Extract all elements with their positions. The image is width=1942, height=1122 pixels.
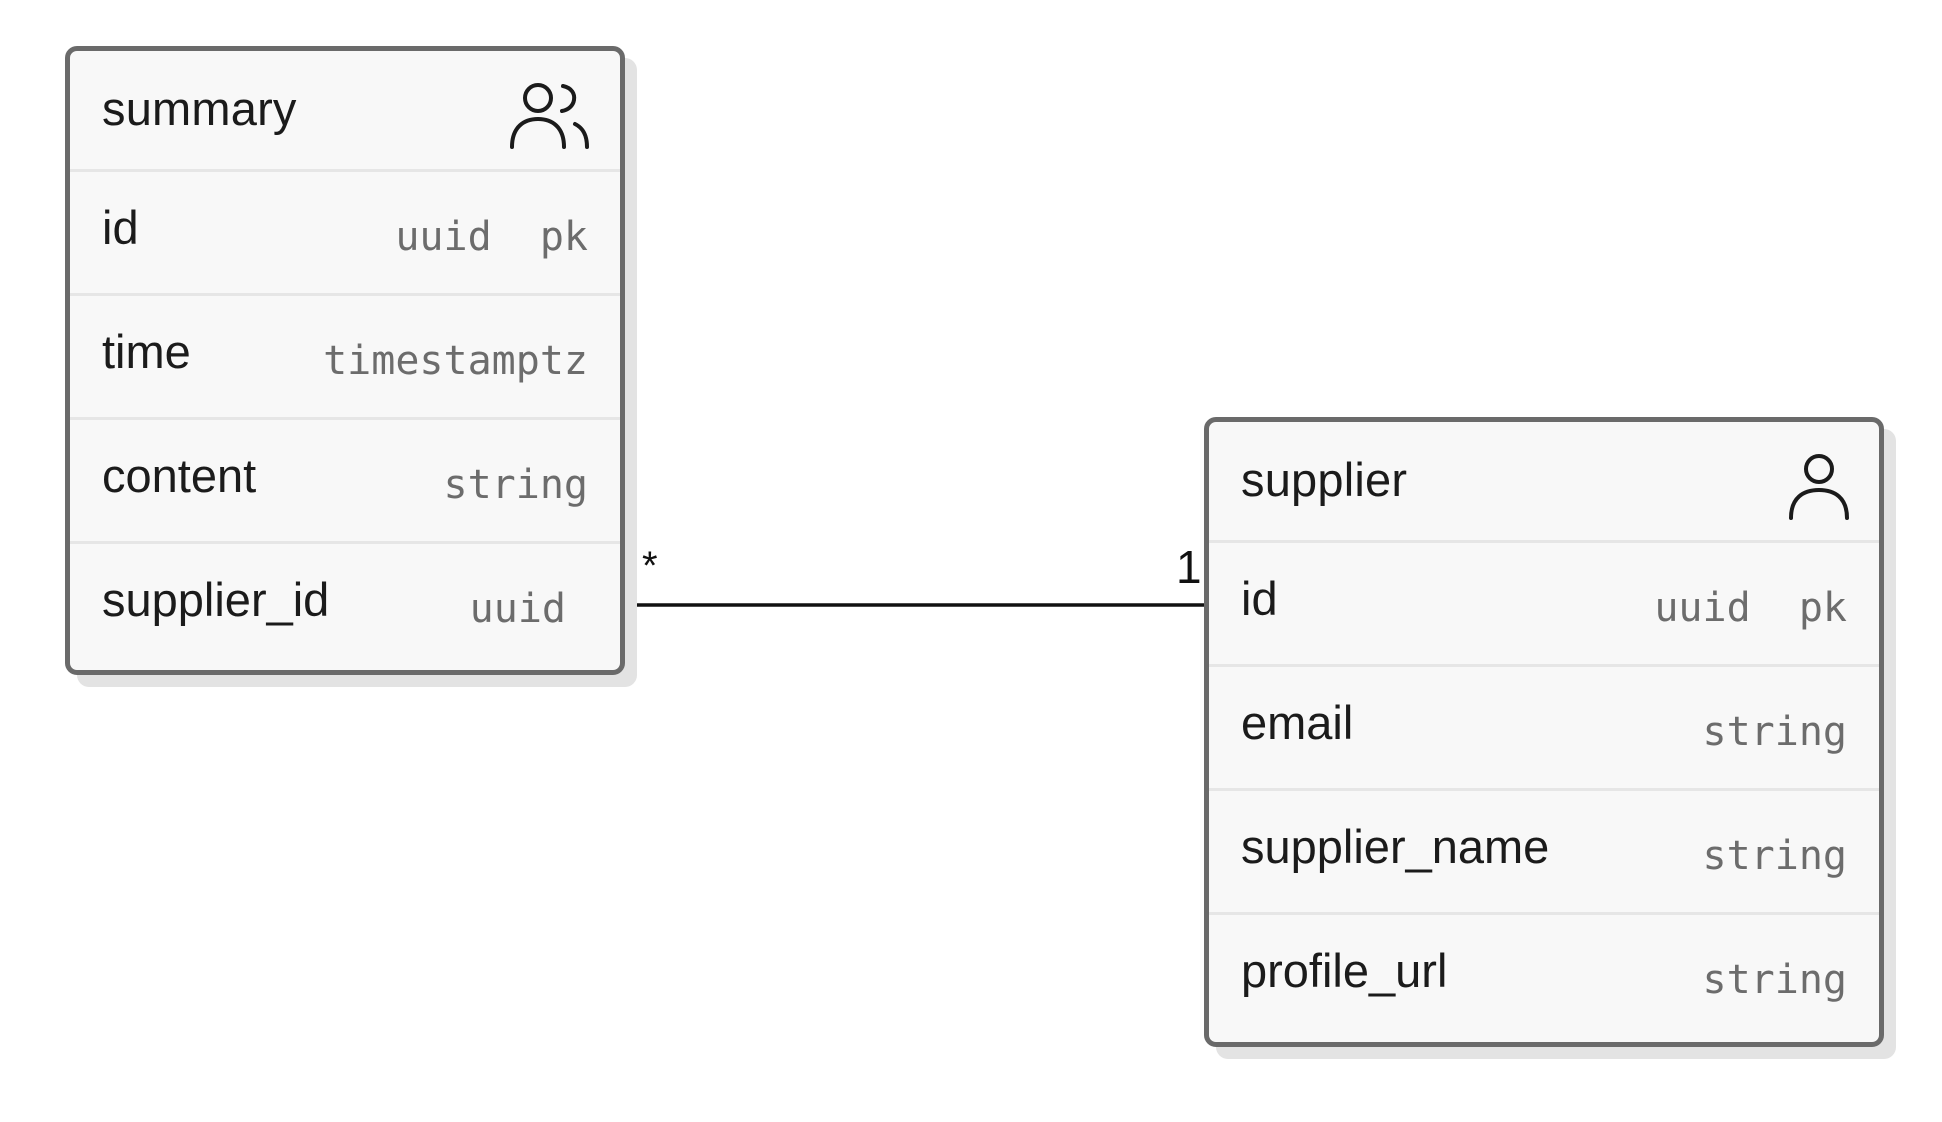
- field-row-supplier-name[interactable]: supplier_name string: [1209, 791, 1879, 915]
- entity-title: summary: [102, 82, 297, 135]
- cardinality-one-label: 1: [1176, 541, 1202, 593]
- field-row-id[interactable]: id uuid pk: [1209, 543, 1879, 667]
- field-name: profile_url: [1241, 944, 1448, 997]
- entity-supplier[interactable]: supplier id uuid pk email string supplie…: [1204, 417, 1884, 1047]
- entity-summary[interactable]: summary id uuid pk time timestamptz cont…: [65, 46, 625, 675]
- field-name: supplier_name: [1241, 820, 1550, 873]
- entity-header: supplier: [1209, 422, 1879, 543]
- field-type: string: [1702, 957, 1848, 1003]
- field-row-supplier-id[interactable]: supplier_id uuid: [70, 544, 620, 668]
- field-row-profile-url[interactable]: profile_url string: [1209, 915, 1879, 1039]
- entity-header: summary: [70, 51, 620, 172]
- users-icon: [510, 83, 589, 149]
- field-type: timestamptz: [323, 338, 588, 384]
- field-type: string: [443, 462, 589, 508]
- field-type: string: [1702, 833, 1848, 879]
- field-name: supplier_id: [102, 573, 330, 626]
- field-type: string: [1702, 709, 1848, 755]
- user-icon: [1789, 454, 1849, 520]
- field-name: content: [102, 449, 257, 502]
- field-name: email: [1241, 696, 1354, 749]
- field-row-time[interactable]: time timestamptz: [70, 296, 620, 420]
- field-name: id: [102, 201, 139, 254]
- field-type: uuid pk: [395, 214, 588, 260]
- field-row-email[interactable]: email string: [1209, 667, 1879, 791]
- field-name: id: [1241, 572, 1278, 625]
- field-type: uuid: [469, 586, 566, 632]
- cardinality-many-label: *: [642, 544, 658, 588]
- field-type: uuid pk: [1654, 585, 1847, 631]
- field-name: time: [102, 325, 191, 378]
- field-row-content[interactable]: content string: [70, 420, 620, 544]
- field-row-id[interactable]: id uuid pk: [70, 172, 620, 296]
- entity-title: supplier: [1241, 453, 1408, 506]
